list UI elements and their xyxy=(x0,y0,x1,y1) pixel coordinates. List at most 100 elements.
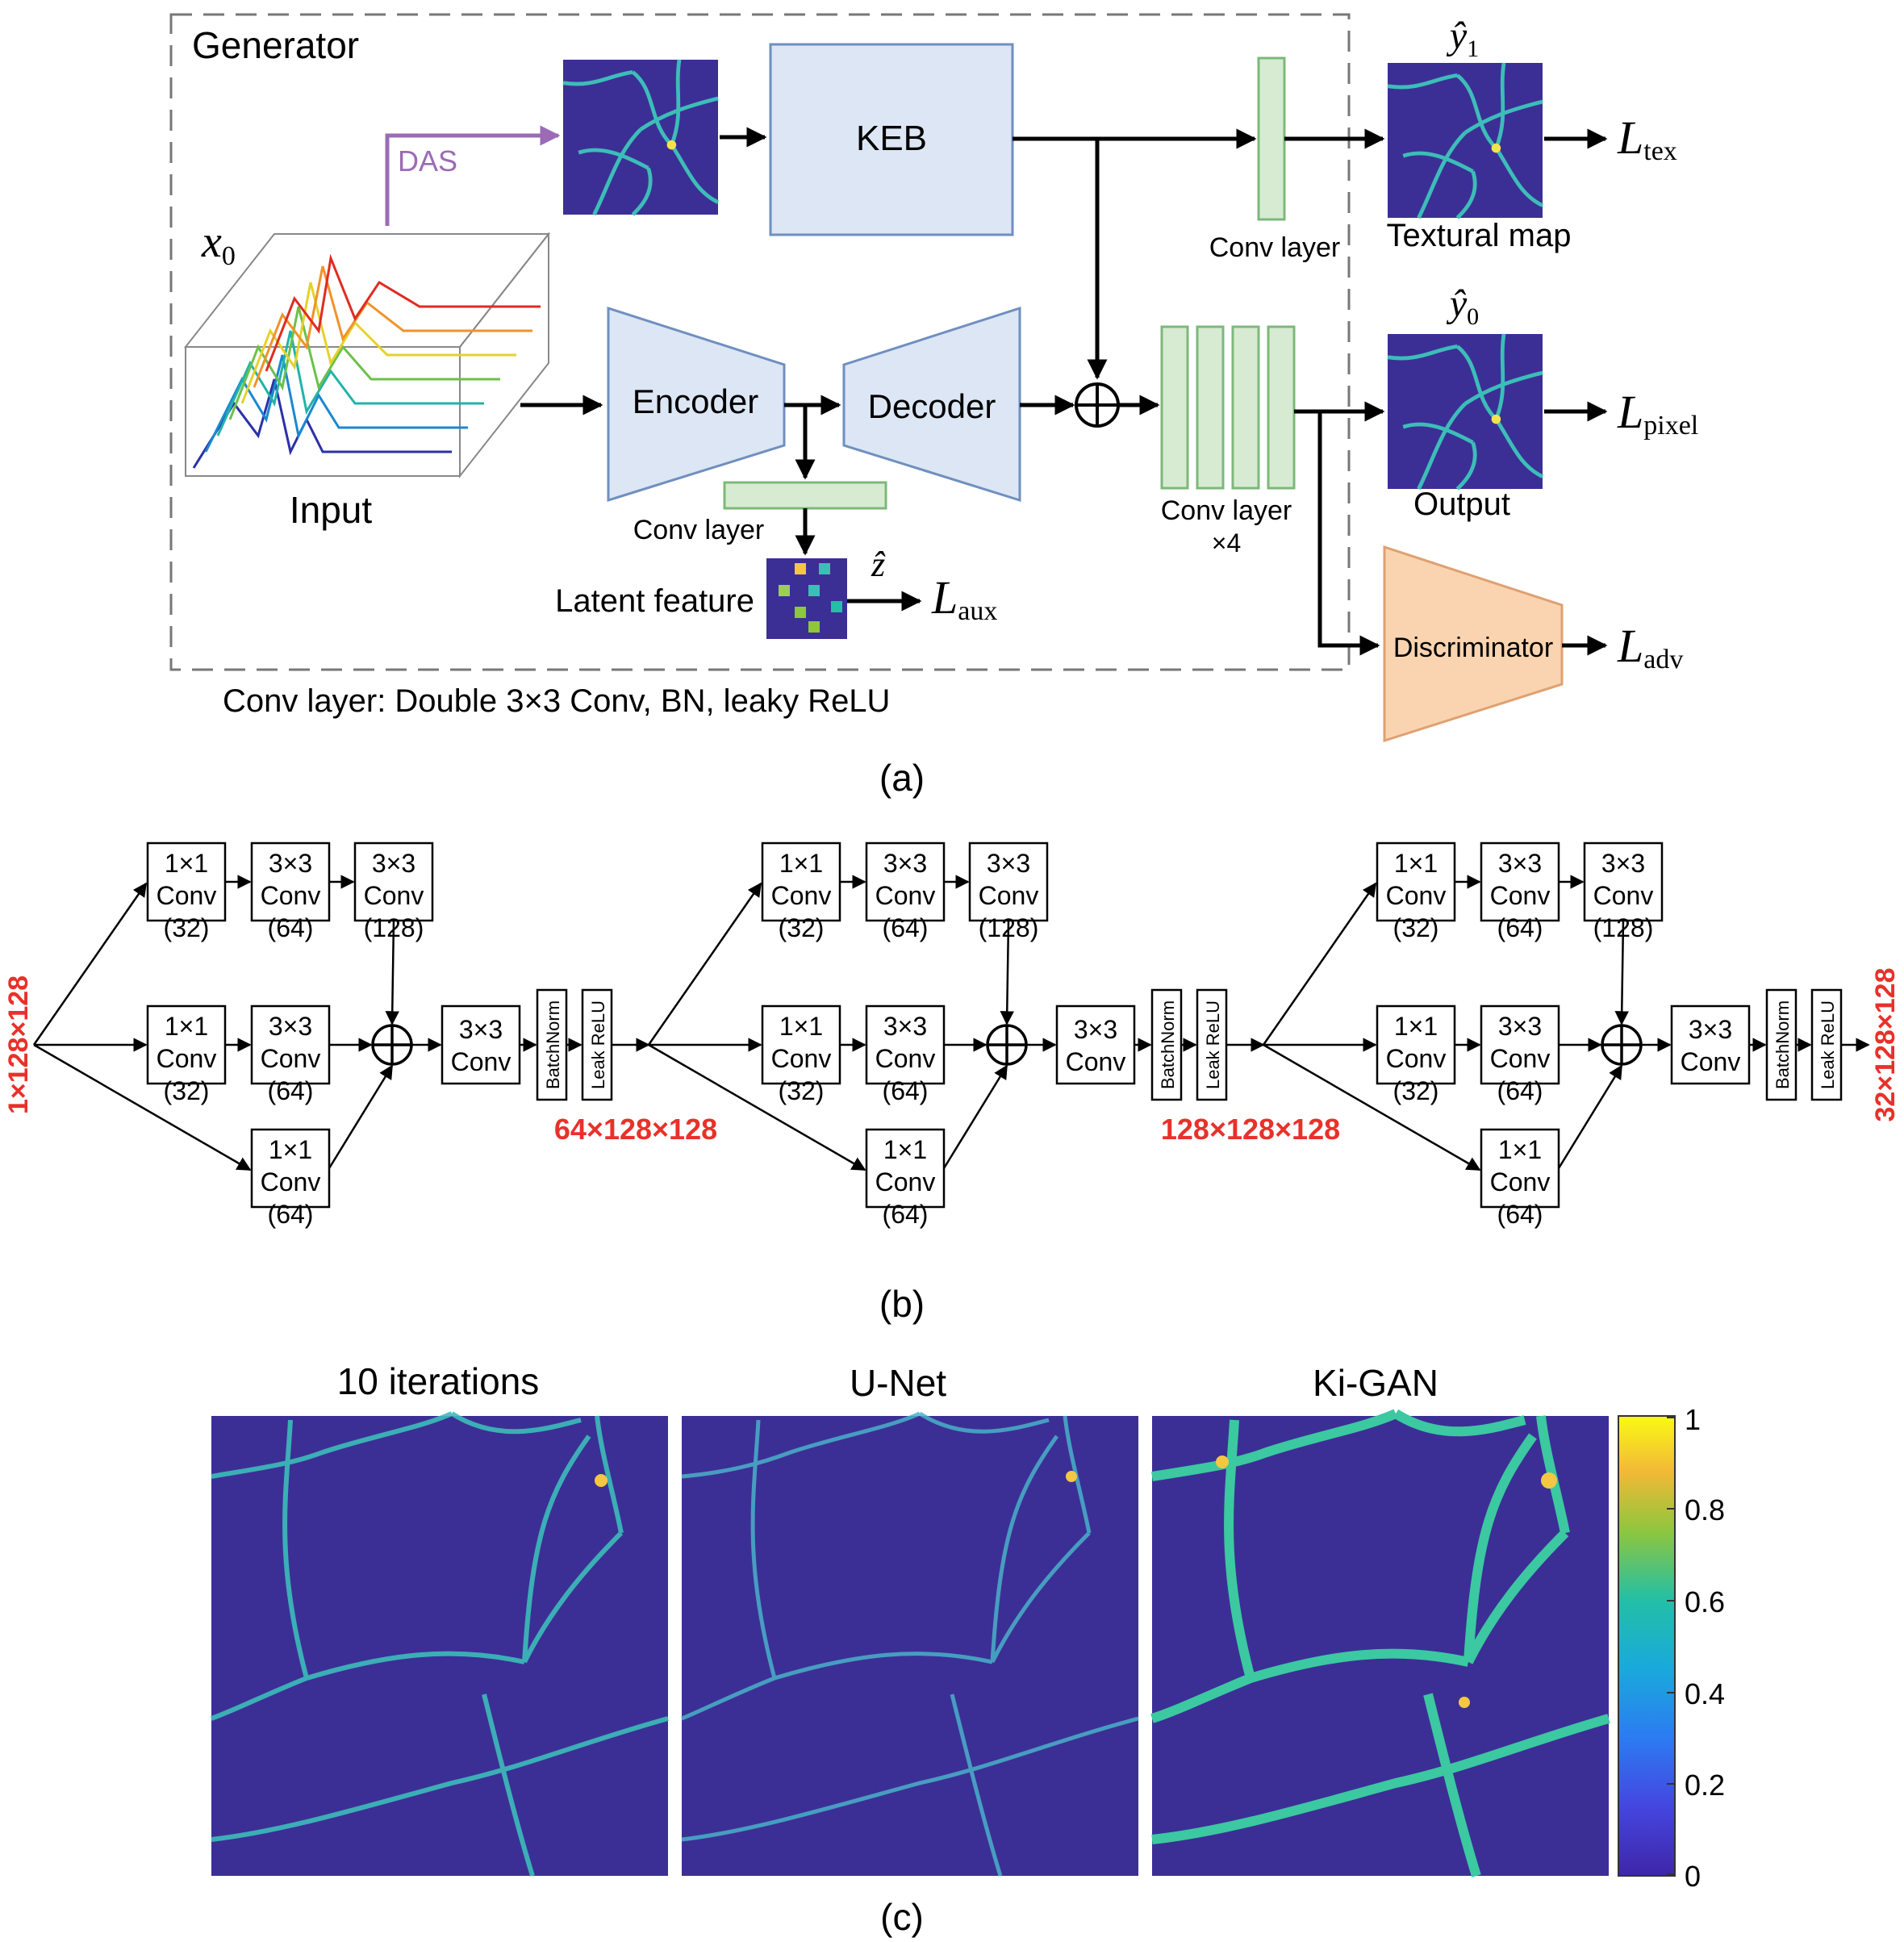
conv-box-text: 3×3 xyxy=(1498,1012,1542,1041)
conv-box xyxy=(761,842,841,922)
conv-layer-x4-label: Conv layer xyxy=(1161,495,1292,526)
conv-box xyxy=(353,842,434,922)
output-label: Output xyxy=(1413,487,1510,522)
input-dim-label: 1×128×128 xyxy=(3,975,34,1114)
output-dim-label: 32×128×128 xyxy=(1870,968,1901,1122)
fuse-conv-line2: Conv xyxy=(1066,1047,1126,1076)
conv-box xyxy=(250,1004,331,1085)
arrow xyxy=(1614,920,1629,1025)
keb-block xyxy=(769,43,1014,236)
panel-b: 1×128×128 32×128×128 64×128×128 128×128×… xyxy=(3,842,1901,1325)
conv-box-text: Conv xyxy=(157,1044,217,1073)
input-waveform-plot xyxy=(183,232,551,478)
conv-box-text: (64) xyxy=(1497,913,1543,942)
conv-layer-x4 xyxy=(1160,325,1296,490)
conv-box-text: (64) xyxy=(268,1076,314,1105)
conv-box-text: Conv xyxy=(1490,881,1551,910)
conv-box-text: (32) xyxy=(164,913,210,942)
conv-box-text: (64) xyxy=(1497,1200,1543,1229)
colorbar-tick-0.8: 0.8 xyxy=(1685,1493,1725,1526)
input-label: Input xyxy=(290,489,373,531)
y1-hat: ŷ1 xyxy=(1446,15,1479,62)
conv-box-text: 3×3 xyxy=(987,849,1030,878)
conv-box xyxy=(968,842,1049,922)
panel-a-caption: (a) xyxy=(879,757,925,799)
conv-box-text: 1×1 xyxy=(883,1135,927,1164)
conv-box-text: Conv xyxy=(1386,881,1447,910)
arrow xyxy=(328,1064,394,1169)
loss-adv: Ladv xyxy=(1617,620,1683,674)
colorbar-ticks xyxy=(1667,1417,1675,1875)
conv-layer-x4-mult: ×4 xyxy=(1212,528,1241,558)
discriminator-label: Discriminator xyxy=(1393,633,1553,663)
decoder-block xyxy=(842,306,1021,503)
arrow xyxy=(1000,920,1014,1025)
loss-aux: Laux xyxy=(931,571,997,626)
conv-box-text: Conv xyxy=(875,1167,936,1197)
conv-layer-latent xyxy=(723,481,887,510)
branch-arrow xyxy=(648,1043,866,1171)
colorbar-tick-0: 0 xyxy=(1685,1860,1701,1893)
branch-arrow xyxy=(1262,882,1377,1046)
loss-pixel: Lpixel xyxy=(1617,386,1698,441)
batchnorm-label: BatchNorm xyxy=(543,1000,563,1089)
conv-box xyxy=(1376,842,1456,922)
conv-layer-top-label: Conv layer xyxy=(1209,232,1341,263)
result-image-ki-gan xyxy=(1150,1409,1610,1877)
leaky-relu-box xyxy=(1196,988,1228,1101)
result-image-10-iterations xyxy=(210,1411,669,1877)
conv-box-text: (32) xyxy=(1393,913,1439,942)
conv-box xyxy=(250,1128,331,1209)
conv-box-text: 1×1 xyxy=(779,1012,823,1041)
leaky-relu-box xyxy=(1810,988,1843,1101)
conv-box-text: (64) xyxy=(1497,1076,1543,1105)
conv-box xyxy=(1480,1128,1560,1209)
panel-b-caption: (b) xyxy=(879,1283,925,1325)
keb-label: KEB xyxy=(856,119,927,158)
conv-box xyxy=(146,842,227,922)
branch-arrow xyxy=(32,882,148,1046)
conv-box xyxy=(865,1004,946,1085)
conv-box xyxy=(1583,842,1664,922)
panel-c-caption: (c) xyxy=(880,1896,924,1938)
conv-box-text: (32) xyxy=(779,913,825,942)
colorbar-tick-0.4: 0.4 xyxy=(1685,1677,1725,1710)
encoder-block xyxy=(607,306,786,503)
batchnorm-box xyxy=(536,988,568,1101)
panel-a: Generator DAS KEB Conv layer ŷ1 Textural… xyxy=(169,13,1698,799)
conv-box-text: Conv xyxy=(1490,1167,1551,1197)
conv-box-text: Conv xyxy=(1490,1044,1551,1073)
title-ki-gan: Ki-GAN xyxy=(1313,1362,1438,1404)
conv-box-text: (32) xyxy=(1393,1076,1439,1105)
conv-box-text: 3×3 xyxy=(372,849,415,878)
batchnorm-label: BatchNorm xyxy=(1158,1000,1178,1089)
conv-box-text: 3×3 xyxy=(269,1012,312,1041)
latent-feature-image xyxy=(766,558,847,639)
fuse-conv-line2: Conv xyxy=(451,1047,511,1076)
conv-box-text: Conv xyxy=(261,1044,321,1073)
conv-box-text: (64) xyxy=(883,1076,929,1105)
conv-box-text: Conv xyxy=(261,1167,321,1197)
conv-box-text: (64) xyxy=(883,1200,929,1229)
leaky-relu-label: Leak ReLU xyxy=(1818,1000,1838,1089)
conv-box-text: Conv xyxy=(157,881,217,910)
fuse-conv-line1: 3×3 xyxy=(459,1015,503,1044)
conv-box-text: 1×1 xyxy=(165,1012,208,1041)
colorbar xyxy=(1618,1415,1676,1877)
panel-c: 10 iterations U-Net Ki-GAN xyxy=(210,1360,1725,1938)
das-image xyxy=(563,60,718,215)
conv-box xyxy=(146,1004,227,1085)
conv-box xyxy=(1480,842,1560,922)
conv-layer-top xyxy=(1257,56,1286,221)
conv-box-text: Conv xyxy=(979,881,1039,910)
panel-a-footnote: Conv layer: Double 3×3 Conv, BN, leaky R… xyxy=(223,683,890,719)
conv-box-text: (64) xyxy=(883,913,929,942)
leaky-relu-label: Leak ReLU xyxy=(588,1000,608,1089)
conv-box-text: Conv xyxy=(1386,1044,1447,1073)
conv-box xyxy=(1376,1004,1456,1085)
conv-box-text: Conv xyxy=(364,881,424,910)
sum-node xyxy=(1075,382,1120,428)
leaky-relu-box xyxy=(581,988,613,1101)
conv-box-text: Conv xyxy=(771,1044,832,1073)
